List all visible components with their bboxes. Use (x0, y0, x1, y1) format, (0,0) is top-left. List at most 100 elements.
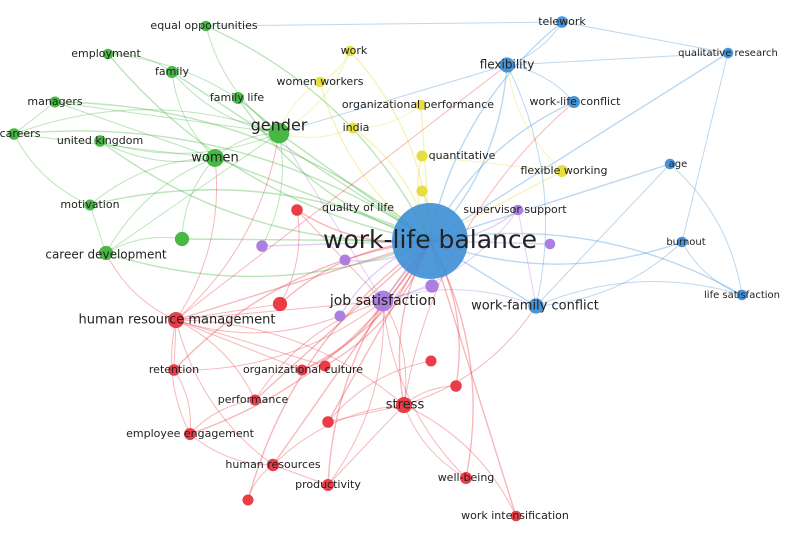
node-workint[interactable] (510, 510, 522, 522)
node-rnode4[interactable] (242, 494, 254, 506)
link-careerdev-motivation (89, 204, 107, 254)
label-qualres: qualitative research (678, 48, 778, 59)
node-familylife[interactable] (232, 92, 244, 104)
link-engagement-performance (189, 399, 256, 435)
link-women-managers (54, 101, 216, 159)
link-wfconflict-lifesat (535, 281, 743, 307)
node-employment[interactable] (102, 48, 114, 60)
node-lifesat[interactable] (736, 289, 748, 301)
label-women: women (191, 151, 239, 166)
node-rnode1[interactable] (272, 296, 288, 312)
node-flexwork[interactable] (556, 165, 568, 177)
node-orgculture[interactable] (296, 364, 308, 376)
link-women-uk (99, 140, 216, 163)
network-nodes (8, 16, 748, 522)
node-rnode5[interactable] (319, 360, 331, 372)
node-gender[interactable] (268, 122, 290, 144)
label-careerdev: career development (45, 248, 167, 262)
link-hrm-engagement (171, 319, 191, 435)
node-uk[interactable] (94, 135, 106, 147)
node-age[interactable] (664, 158, 676, 170)
node-careerdev[interactable] (98, 245, 114, 261)
node-qol[interactable] (291, 204, 303, 216)
node-women[interactable] (206, 149, 224, 167)
link-gender-managers (54, 101, 280, 134)
node-rnode3[interactable] (322, 416, 334, 428)
link-women-hrm (175, 157, 218, 321)
link-women-gnode (181, 157, 216, 240)
label-orgperf: organizational performance (342, 98, 494, 111)
node-hr[interactable] (266, 458, 280, 472)
node-wfconflict[interactable] (528, 298, 544, 314)
label-orgculture: organizational culture (243, 363, 363, 376)
label-burnout: burnout (666, 237, 705, 248)
node-womenworkers[interactable] (314, 76, 326, 88)
link-gender-equalopp (205, 25, 280, 134)
node-wlconflict[interactable] (568, 96, 580, 108)
label-quantitative: quantitative (429, 149, 496, 162)
link-wlb-employment (107, 53, 431, 242)
link-gender-careers (13, 109, 280, 135)
node-rnode6[interactable] (425, 355, 437, 367)
network-links (13, 21, 743, 517)
node-supervisor[interactable] (512, 204, 524, 216)
link-wlb-motivation (89, 189, 431, 242)
link-wfconflict-burnout (535, 241, 683, 307)
node-productivity[interactable] (322, 479, 334, 491)
node-burnout[interactable] (676, 236, 688, 248)
label-retention: retention (149, 363, 199, 376)
link-age-lifesat (669, 163, 743, 296)
node-flexibility[interactable] (499, 57, 515, 73)
node-jobsat[interactable] (372, 290, 394, 312)
link-pnode2-gender (261, 132, 283, 247)
label-hr: human resources (225, 458, 320, 471)
label-age: age (669, 159, 688, 170)
link-gender-jobsat (278, 132, 384, 302)
label-flexwork: flexible working (520, 164, 607, 177)
link-wfconflict-jobsat (382, 289, 537, 307)
node-wellbeing[interactable] (460, 472, 472, 484)
node-work[interactable] (344, 45, 356, 57)
link-wlb-engagement (189, 240, 431, 435)
link-gender-family (171, 71, 280, 134)
node-equalopp[interactable] (200, 20, 212, 32)
label-careers: careers (0, 127, 41, 140)
node-ynode[interactable] (416, 185, 428, 197)
link-employment-family (107, 53, 173, 73)
node-family[interactable] (166, 66, 178, 78)
label-productivity: productivity (295, 478, 361, 491)
link-jobsat-wellbeing (382, 300, 467, 479)
link-jobsat-supervisor (382, 209, 519, 302)
node-pnode1[interactable] (425, 279, 439, 293)
link-flexibility-qualres (506, 52, 729, 66)
node-india[interactable] (347, 122, 359, 134)
node-performance[interactable] (249, 394, 261, 406)
node-pnode5[interactable] (544, 238, 556, 250)
node-gnode[interactable] (174, 231, 190, 247)
node-qualres[interactable] (722, 47, 734, 59)
node-retention[interactable] (168, 364, 180, 376)
link-rnode5-hrm (175, 319, 326, 367)
node-motivation[interactable] (84, 199, 96, 211)
link-wfconflict-stress (403, 305, 537, 406)
label-equalopp: equal opportunities (150, 19, 257, 32)
label-engagement: employee engagement (126, 427, 254, 440)
node-pnode3[interactable] (334, 310, 346, 322)
node-stress[interactable] (395, 396, 413, 414)
node-wlb[interactable] (392, 203, 468, 279)
node-orgperf[interactable] (415, 99, 427, 111)
node-quantitative[interactable] (416, 150, 428, 162)
node-hrm[interactable] (167, 311, 185, 329)
link-gender-flexibility (278, 64, 508, 134)
node-careers[interactable] (8, 128, 20, 140)
node-managers[interactable] (49, 96, 61, 108)
node-pnode4[interactable] (339, 254, 351, 266)
node-engagement[interactable] (184, 428, 196, 440)
link-wlb-equalopp (205, 25, 431, 242)
link-telework-qualres (561, 21, 729, 54)
node-pnode2[interactable] (256, 240, 268, 252)
node-rnode2[interactable] (450, 380, 462, 392)
link-hrm-performance (175, 319, 256, 401)
node-telework[interactable] (556, 16, 568, 28)
